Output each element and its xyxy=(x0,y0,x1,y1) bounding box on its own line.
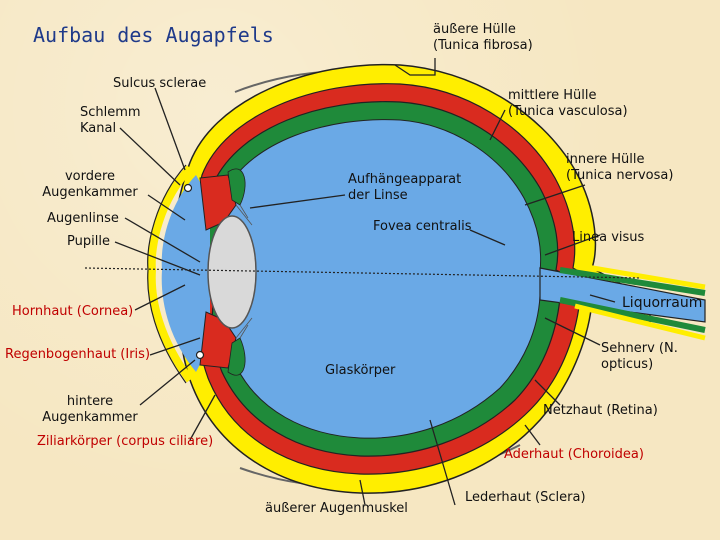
label-augenlinse: Augenlinse xyxy=(47,211,119,226)
anterior-chamber xyxy=(161,175,210,372)
label-hornhaut: Hornhaut (Cornea) xyxy=(12,304,133,319)
label-aeusserer-augenmuskel: äußerer Augenmuskel xyxy=(265,501,408,516)
label-sulcus-sclerae: Sulcus sclerae xyxy=(113,76,206,91)
optic-nerve-sheath-green xyxy=(559,267,706,333)
label-tunica-fibrosa: äußere Hülle(Tunica fibrosa) xyxy=(433,22,533,53)
labels: äußere Hülle(Tunica fibrosa) Sulcus scle… xyxy=(5,22,702,516)
cornea xyxy=(147,165,194,383)
diagram-title: Aufbau des Augapfels xyxy=(33,23,274,47)
label-glaskoerper: Glaskörper xyxy=(325,363,396,378)
label-aderhaut: Aderhaut (Choroidea) xyxy=(504,447,644,462)
label-netzhaut: Netzhaut (Retina) xyxy=(543,403,658,418)
ciliary-body-upper xyxy=(227,168,246,206)
zonular-fibers xyxy=(235,204,253,339)
label-linea-visus: Linea visus xyxy=(572,230,645,245)
label-pupille: Pupille xyxy=(67,234,110,249)
cornea-edge xyxy=(147,164,187,384)
schlemm-canal-marker xyxy=(183,183,193,193)
ciliary-marker xyxy=(195,350,205,360)
label-tunica-vasculosa: mittlere Hülle(Tunica vasculosa) xyxy=(508,88,628,119)
ciliary-body-lower xyxy=(227,337,246,376)
label-liquorraum: Liquorraum xyxy=(622,295,702,311)
label-fovea-centralis: Fovea centralis xyxy=(373,219,472,234)
optic-nerve-sheath-yellow xyxy=(574,262,706,341)
label-regenbogenhaut: Regenbogenhaut (Iris) xyxy=(5,347,150,362)
pointer-lines xyxy=(114,58,616,506)
label-tunica-nervosa: innere Hülle(Tunica nervosa) xyxy=(566,152,673,183)
lens xyxy=(207,215,257,329)
iris-upper xyxy=(199,174,237,231)
label-ziliarkoerper: Ziliarkörper (corpus ciliare) xyxy=(37,434,213,449)
eyeball xyxy=(84,63,706,494)
optic-nerve xyxy=(539,267,706,323)
label-sehnerv: Sehnerv (N.opticus) xyxy=(601,341,678,372)
label-lederhaut: Lederhaut (Sclera) xyxy=(465,490,586,505)
vitreous-body xyxy=(221,119,542,439)
visual-axis-line xyxy=(84,267,641,279)
